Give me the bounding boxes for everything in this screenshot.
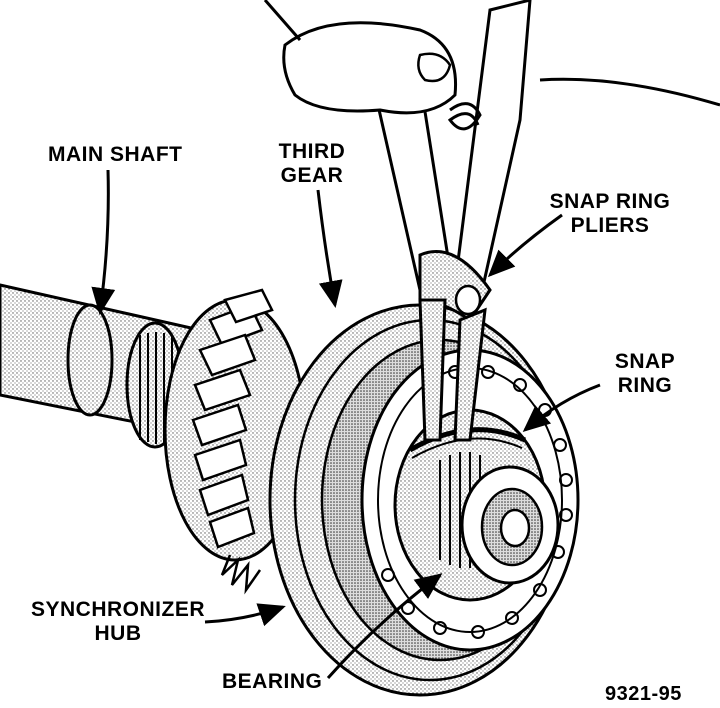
leader-main-shaft bbox=[91, 169, 116, 315]
label-snap-ring-pliers-line2: PLIERS bbox=[570, 214, 650, 237]
leader-snap-ring bbox=[522, 383, 601, 432]
label-synchronizer-hub: SYNCHRONIZER HUB bbox=[18, 598, 218, 646]
label-snap-ring: SNAP RING bbox=[605, 350, 685, 398]
leader-snap-ring-pliers bbox=[487, 213, 563, 278]
label-third-gear-line1: THIRD bbox=[278, 140, 346, 163]
label-snap-ring-line1: SNAP bbox=[614, 350, 676, 373]
figure-number: 9321-95 bbox=[605, 683, 682, 705]
label-bearing: BEARING bbox=[222, 670, 323, 693]
leader-bearing bbox=[326, 573, 443, 680]
leader-third-gear bbox=[316, 189, 343, 308]
label-snap-ring-pliers-line1: SNAP RING bbox=[549, 190, 671, 213]
label-third-gear: THIRD GEAR bbox=[272, 140, 352, 188]
label-synchronizer-hub-line2: HUB bbox=[94, 622, 142, 645]
snap-ring-pliers-icon bbox=[368, 0, 532, 442]
shaft-end bbox=[393, 408, 560, 602]
leader-synchronizer-hub bbox=[204, 603, 286, 627]
label-main-shaft: MAIN SHAFT bbox=[48, 143, 183, 166]
label-snap-ring-pliers: SNAP RING PLIERS bbox=[540, 190, 680, 238]
label-snap-ring-line2: RING bbox=[617, 374, 673, 397]
label-synchronizer-hub-line1: SYNCHRONIZER bbox=[30, 598, 205, 621]
main-shaft bbox=[0, 283, 227, 449]
label-third-gear-line2: GEAR bbox=[280, 164, 344, 187]
leader-lines bbox=[91, 169, 601, 680]
hand-icon bbox=[263, 0, 720, 115]
